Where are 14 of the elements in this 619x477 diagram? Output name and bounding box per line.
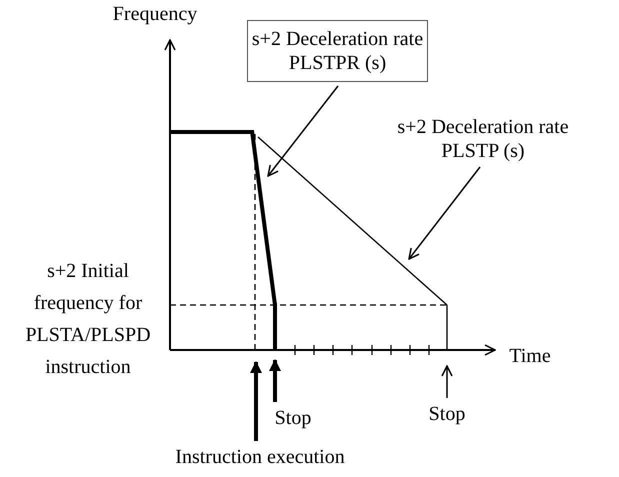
leader-arrow xyxy=(267,86,339,177)
callout-text: s+2 Deceleration rate PLSTP (s) xyxy=(383,115,583,163)
stop-label: Stop xyxy=(422,402,472,426)
axis-title: Time xyxy=(508,344,552,368)
callout-box: s+2 Deceleration rate PLSTPR (s) xyxy=(247,20,428,82)
fast-deceleration-slope xyxy=(250,130,277,306)
pointer-arrow xyxy=(250,361,262,441)
level-annotation: s+2 Initial frequency for PLSTA/PLSPD instruction xyxy=(24,259,152,380)
pointer-arrow xyxy=(269,359,281,402)
event-label: Instruction execution xyxy=(165,445,355,469)
axis-title: Frequency xyxy=(112,2,198,26)
pointer-arrow xyxy=(441,365,453,398)
stop-label: Stop xyxy=(268,406,318,430)
leader-arrow xyxy=(408,166,481,260)
